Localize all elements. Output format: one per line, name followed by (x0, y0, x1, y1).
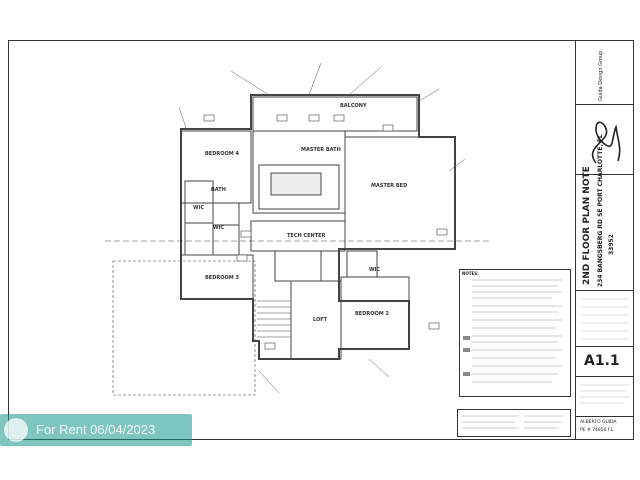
project-zip: 33952 (608, 234, 615, 255)
notes-block: NOTES: (459, 269, 571, 397)
room-bedroom-4: BEDROOM 4 (205, 151, 239, 157)
title-block: Guida Design Group 2ND FLOOR PLAN NOTE 2… (575, 41, 634, 439)
firm-name: Guida Design Group (598, 50, 604, 101)
room-balcony: BALCONY (340, 103, 367, 109)
drawing-sheet: BALCONY MASTER BATH BEDROOM 4 MASTER BED… (8, 40, 634, 440)
room-wic-1: WIC (193, 205, 205, 211)
sheet-title: 2ND FLOOR PLAN NOTE (582, 166, 592, 285)
legend-block (457, 409, 571, 437)
stamp-box (576, 377, 634, 417)
room-wic-3: WIC (369, 267, 381, 273)
engineer-license: PE # 74850 FL (580, 428, 614, 433)
signature-box (576, 105, 634, 175)
room-bedroom-2: BEDROOM 2 (355, 311, 389, 317)
room-wic-2: WIC (213, 225, 225, 231)
sheet-number: A1.1 (584, 353, 620, 369)
sheet-number-box: A1.1 (576, 347, 634, 377)
revision-box (576, 291, 634, 347)
room-master-bed: MASTER BED (371, 183, 408, 189)
room-bath: BATH (211, 187, 226, 193)
room-bedroom-3: BEDROOM 3 (205, 275, 239, 281)
notes-lines (463, 279, 562, 383)
engineer-box: ALBERTO GUIDA PE # 74850 FL (576, 417, 634, 439)
engineer-name: ALBERTO GUIDA (580, 420, 617, 425)
watermark-logo-icon (4, 418, 28, 442)
notes-title: NOTES: (462, 271, 479, 276)
project-address: 234 BANGSBERG RD SE PORT CHARLOTTE, FL (597, 134, 604, 287)
signature-icon (591, 121, 621, 164)
sheet-title-box: 2ND FLOOR PLAN NOTE 234 BANGSBERG RD SE … (576, 134, 634, 291)
watermark-banner: For Rent 06/04/2023 (0, 414, 192, 446)
firm-box: Guida Design Group (576, 41, 634, 105)
floor-plan (105, 62, 489, 396)
room-master-bath: MASTER BATH (301, 147, 341, 153)
watermark-text: For Rent 06/04/2023 (36, 422, 156, 437)
room-tech-center: TECH CENTER (287, 233, 326, 239)
room-loft: LOFT (313, 317, 328, 323)
